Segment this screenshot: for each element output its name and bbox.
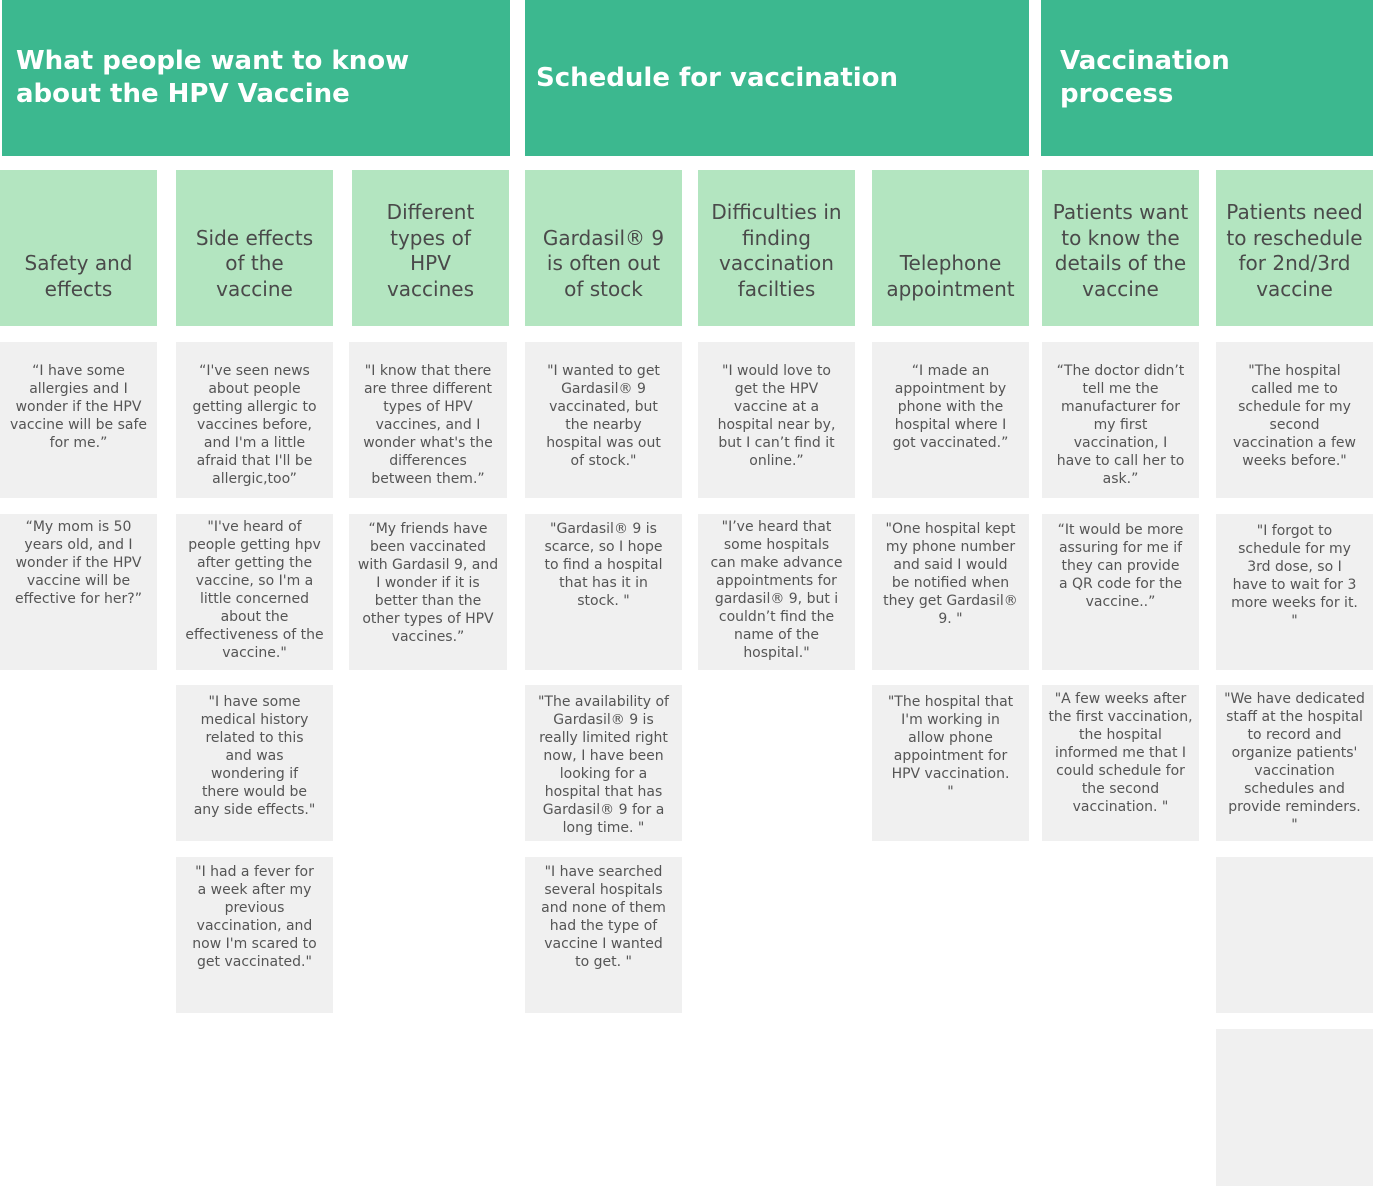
quote-note: "We have dedicated staff at the hospital… (1216, 685, 1373, 841)
quote-note: "I’ve heard that some hospitals can make… (698, 514, 855, 670)
quote-note: “It would be more assuring for me if the… (1042, 514, 1199, 670)
quote-note: "The availability of Gardasil® 9 is real… (525, 685, 682, 841)
category-header-process: Vaccination process (1041, 0, 1373, 156)
quote-text: "I've heard of people getting hpv after … (185, 519, 324, 661)
quote-note: “The doctor didn’t tell me the manufactu… (1042, 342, 1199, 498)
quote-text: "The hospital called me to schedule for … (1233, 363, 1356, 469)
category-header-hpv-questions: What people want to know about the HPV V… (2, 0, 510, 156)
quote-text: "The availability of Gardasil® 9 is real… (537, 694, 669, 836)
quote-text: "I wanted to get Gardasil® 9 vaccinated,… (546, 363, 661, 469)
theme-label: Gardasil® 9 is often out of stock (542, 225, 665, 301)
quote-note: "One hospital kept my phone number and s… (872, 514, 1029, 670)
quote-text: "I had a fever for a week after my previ… (192, 864, 317, 970)
quote-text: "A few weeks after the first vaccination… (1048, 691, 1193, 815)
theme-card-out-of-stock: Gardasil® 9 is often out of stock (525, 170, 682, 326)
quote-note: "I forgot to schedule for my 3rd dose, s… (1216, 514, 1373, 670)
quote-note: “I made an appointment by phone with the… (872, 342, 1029, 498)
quote-text: "One hospital kept my phone number and s… (883, 521, 1018, 627)
quote-text: “I made an appointment by phone with the… (892, 363, 1009, 451)
theme-card-vaccine-details: Patients want to know the details of the… (1042, 170, 1199, 326)
theme-label: Safety and effects (24, 251, 133, 301)
quote-note: "I wanted to get Gardasil® 9 vaccinated,… (525, 342, 682, 498)
quote-text: "I know that there are three different t… (363, 363, 493, 487)
category-header-title: Vaccination process (1060, 46, 1230, 109)
quote-note: "I know that there are three different t… (349, 342, 507, 498)
theme-card-vaccine-types: Different types of HPV vaccines (352, 170, 509, 326)
quote-text: “My mom is 50 years old, and I wonder if… (15, 519, 142, 607)
quote-note: “My friends have been vaccinated with Ga… (349, 514, 507, 670)
quote-text: “I've seen news about people getting all… (192, 363, 317, 487)
quote-note: "I would love to get the HPV vaccine at … (698, 342, 855, 498)
theme-card-reschedule: Patients need to reschedule for 2nd/3rd … (1216, 170, 1373, 326)
theme-label: Difficulties in finding vaccination faci… (711, 200, 842, 301)
empty-note (1216, 857, 1373, 1013)
quote-note: "I had a fever for a week after my previ… (176, 857, 333, 1013)
quote-text: "I would love to get the HPV vaccine at … (717, 363, 836, 469)
empty-note (1216, 1029, 1373, 1186)
quote-note: "I have searched several hospitals and n… (525, 857, 682, 1013)
category-header-title: What people want to know about the HPV V… (16, 46, 410, 109)
quote-text: "I forgot to schedule for my 3rd dose, s… (1231, 523, 1358, 629)
quote-note: "I have some medical history related to … (176, 685, 333, 841)
quote-note: "The hospital called me to schedule for … (1216, 342, 1373, 498)
theme-card-telephone: Telephone appointment (872, 170, 1029, 326)
theme-label: Telephone appointment (886, 251, 1015, 301)
quote-note: "A few weeks after the first vaccination… (1042, 685, 1199, 841)
quote-note: “My mom is 50 years old, and I wonder if… (0, 514, 157, 670)
quote-text: "I have searched several hospitals and n… (541, 864, 666, 970)
quote-text: "I’ve heard that some hospitals can make… (710, 519, 843, 661)
quote-note: “I've seen news about people getting all… (176, 342, 333, 498)
quote-text: "We have dedicated staff at the hospital… (1224, 691, 1365, 833)
quote-text: “It would be more assuring for me if the… (1057, 522, 1184, 610)
theme-label: Side effects of the vaccine (195, 225, 314, 301)
quote-text: "The hospital that I'm working in allow … (887, 694, 1014, 800)
quote-note: "Gardasil® 9 is scarce, so I hope to fin… (525, 514, 682, 670)
theme-card-side-effects: Side effects of the vaccine (176, 170, 333, 326)
quote-note: "The hospital that I'm working in allow … (872, 685, 1029, 841)
category-header-schedule: Schedule for vaccination (525, 0, 1029, 156)
category-header-title: Schedule for vaccination (536, 62, 899, 93)
theme-label: Patients need to reschedule for 2nd/3rd … (1226, 200, 1363, 301)
theme-card-finding-facilities: Difficulties in finding vaccination faci… (698, 170, 855, 326)
theme-card-safety: Safety and effects (0, 170, 157, 326)
quote-text: “I have some allergies and I wonder if t… (9, 363, 148, 451)
quote-text: "I have some medical history related to … (193, 694, 316, 818)
theme-label: Different types of HPV vaccines (386, 200, 475, 301)
quote-text: “The doctor didn’t tell me the manufactu… (1056, 363, 1185, 487)
quote-note: “I have some allergies and I wonder if t… (0, 342, 157, 498)
quote-note: "I've heard of people getting hpv after … (176, 514, 333, 670)
quote-text: "Gardasil® 9 is scarce, so I hope to fin… (544, 521, 663, 609)
theme-label: Patients want to know the details of the… (1052, 200, 1189, 301)
quote-text: “My friends have been vaccinated with Ga… (357, 521, 499, 645)
